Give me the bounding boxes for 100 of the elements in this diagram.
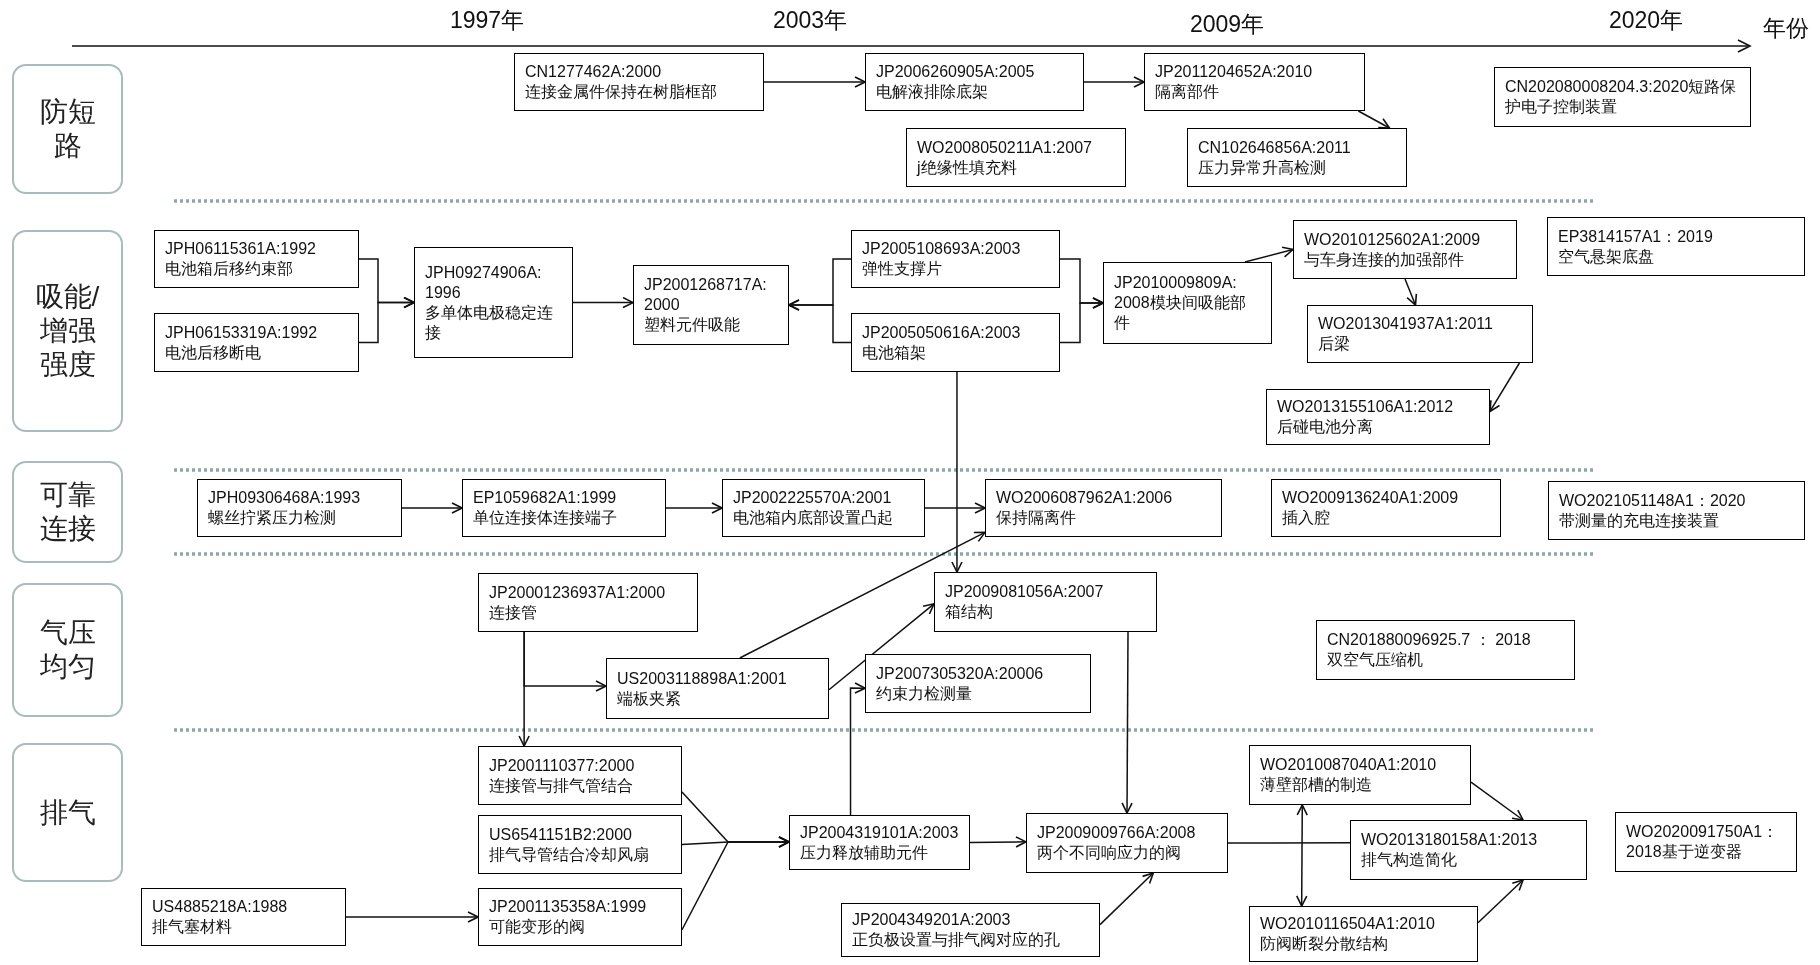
- patent-box: [851, 230, 1060, 288]
- patent-description: 电解液排除底架: [876, 82, 989, 102]
- patent-number: WO2010116504A1:2010: [1260, 914, 1436, 934]
- category-label: 防短路: [38, 95, 97, 163]
- category-box: [12, 583, 123, 717]
- patent-description: 连接金属件保持在树脂框部: [525, 82, 718, 102]
- patent-number: JPH09306468A:1993: [208, 488, 362, 508]
- patent-number: JP2011204652A:2010: [1155, 62, 1314, 82]
- patent-box: [851, 313, 1060, 372]
- arrow: [1489, 362, 1521, 413]
- arrow: [828, 603, 935, 691]
- patent-box: [414, 247, 573, 358]
- patent-description: 防阀断裂分散结构: [1260, 934, 1389, 954]
- arrow: [969, 836, 1027, 848]
- patent-number: WO2013041937A1:2011: [1318, 314, 1494, 334]
- patent-box: [141, 888, 346, 946]
- patent-description: 连接管与排气管结合: [489, 775, 634, 796]
- patent-box: [478, 888, 682, 946]
- patent-number: WO2006087962A1:2006: [996, 488, 1174, 508]
- patent-box: [865, 654, 1091, 713]
- patent-box: [906, 128, 1126, 187]
- patent-number: WO2010087040A1:2010: [1260, 755, 1438, 775]
- patent-description: 插入腔: [1282, 508, 1331, 528]
- arrow: [681, 836, 790, 931]
- patent-description: 后梁: [1318, 334, 1351, 354]
- arrow: [739, 531, 986, 659]
- patent-number: WO2013180158A1:2013: [1361, 830, 1539, 850]
- patent-box: [789, 815, 970, 870]
- patent-box: [1615, 812, 1797, 872]
- patent-box: [1548, 481, 1805, 540]
- patent-box: [1271, 479, 1501, 537]
- arrow: [1470, 781, 1524, 821]
- patent-box: [514, 53, 764, 111]
- patent-description: j绝缘性填充料: [917, 157, 1018, 178]
- patent-number: WO2008050211A1:2007: [917, 137, 1093, 158]
- arrow: [1059, 297, 1104, 344]
- patent-description: 排气塞材料: [152, 917, 233, 937]
- patent-description: 双空气压缩机: [1327, 650, 1424, 670]
- patent-number: JP2009081056A:2007: [945, 582, 1105, 602]
- patent-box: [1316, 620, 1575, 680]
- patent-box: [462, 479, 666, 537]
- patent-box: [722, 479, 925, 537]
- patent-box: [1293, 220, 1517, 279]
- double-arrow: [1295, 804, 1308, 907]
- patent-number: US6541151B2:2000: [489, 824, 633, 845]
- year-label: 2009年: [1189, 10, 1265, 38]
- patent-number: EP3814157A1：2019: [1558, 226, 1714, 247]
- arrow: [358, 296, 415, 344]
- arrow: [1244, 246, 1294, 263]
- category-label: 吸能/增强强度: [34, 280, 101, 382]
- patent-number: JP20001236937A1:2000: [489, 582, 667, 603]
- arrow: [951, 371, 963, 573]
- patent-number: JP2002225570A:2001: [733, 488, 893, 508]
- patent-number: WO2010125602A1:2009: [1304, 229, 1482, 250]
- connector-line: [1227, 842, 1351, 844]
- patent-number: JPH06153319A:1992: [165, 322, 319, 343]
- category-box: [12, 461, 123, 563]
- patent-number: CN201880096925.7 ： 2018: [1327, 630, 1532, 650]
- patent-description: 多单体电极稳定连接: [425, 302, 554, 343]
- patent-box: [1026, 813, 1228, 873]
- patent-box: [478, 573, 698, 632]
- patent-number: JP2009009766A:2008: [1037, 823, 1197, 843]
- patent-description: 电池箱后移约束部: [165, 259, 294, 279]
- patent-number: US4885218A:1988: [152, 897, 289, 917]
- patent-number: JP2004319101A:2003: [800, 822, 959, 843]
- patent-description: 排气导管结合冷却风扇: [489, 844, 650, 865]
- patent-description: 箱结构: [945, 602, 994, 622]
- category-label: 可靠连接: [38, 478, 97, 546]
- arrow: [1083, 76, 1145, 88]
- patent-description: 压力释放辅助元件: [800, 842, 929, 863]
- patent-number: WO2013155106A1:2012: [1277, 397, 1455, 417]
- arrow: [345, 911, 479, 923]
- patent-box: [154, 230, 359, 288]
- patent-number: JP2001268717A: 2000: [644, 275, 768, 315]
- category-label: 气压均匀: [38, 616, 97, 684]
- patent-number: WO2021051148A1：2020: [1559, 490, 1747, 511]
- patent-description: 电池箱架: [862, 342, 927, 363]
- arrow: [665, 502, 723, 514]
- patent-description: 弹性支撑片: [862, 259, 943, 279]
- arrow: [572, 296, 634, 309]
- patent-number: JP2001135358A:1999: [489, 897, 648, 917]
- patent-box: [841, 903, 1100, 957]
- patent-description: 薄壁部槽的制造: [1260, 775, 1373, 795]
- arrow: [1477, 879, 1524, 924]
- patent-box: [1266, 389, 1490, 445]
- patent-number: JP2006260905A:2005: [876, 62, 1036, 82]
- patent-number: JP2005050616A:2003: [862, 322, 1022, 343]
- patent-description: 端板夹紧: [617, 688, 682, 709]
- patent-box: [478, 815, 682, 874]
- patent-description: 单位连接体连接端子: [473, 508, 618, 528]
- year-label: 2003年: [772, 6, 848, 34]
- patent-number: JPH09274906A: 1996: [425, 262, 543, 303]
- category-box: [12, 230, 123, 432]
- patent-box: [934, 572, 1157, 632]
- patent-number: JP2001110377:2000: [489, 755, 636, 776]
- patent-number: EP1059682A1:1999: [473, 488, 618, 508]
- year-label: 1997年: [449, 6, 525, 34]
- patent-number: CN1277462A:2000: [525, 62, 663, 82]
- arrow: [1404, 278, 1418, 306]
- patent-description: 电池后移断电: [165, 342, 262, 363]
